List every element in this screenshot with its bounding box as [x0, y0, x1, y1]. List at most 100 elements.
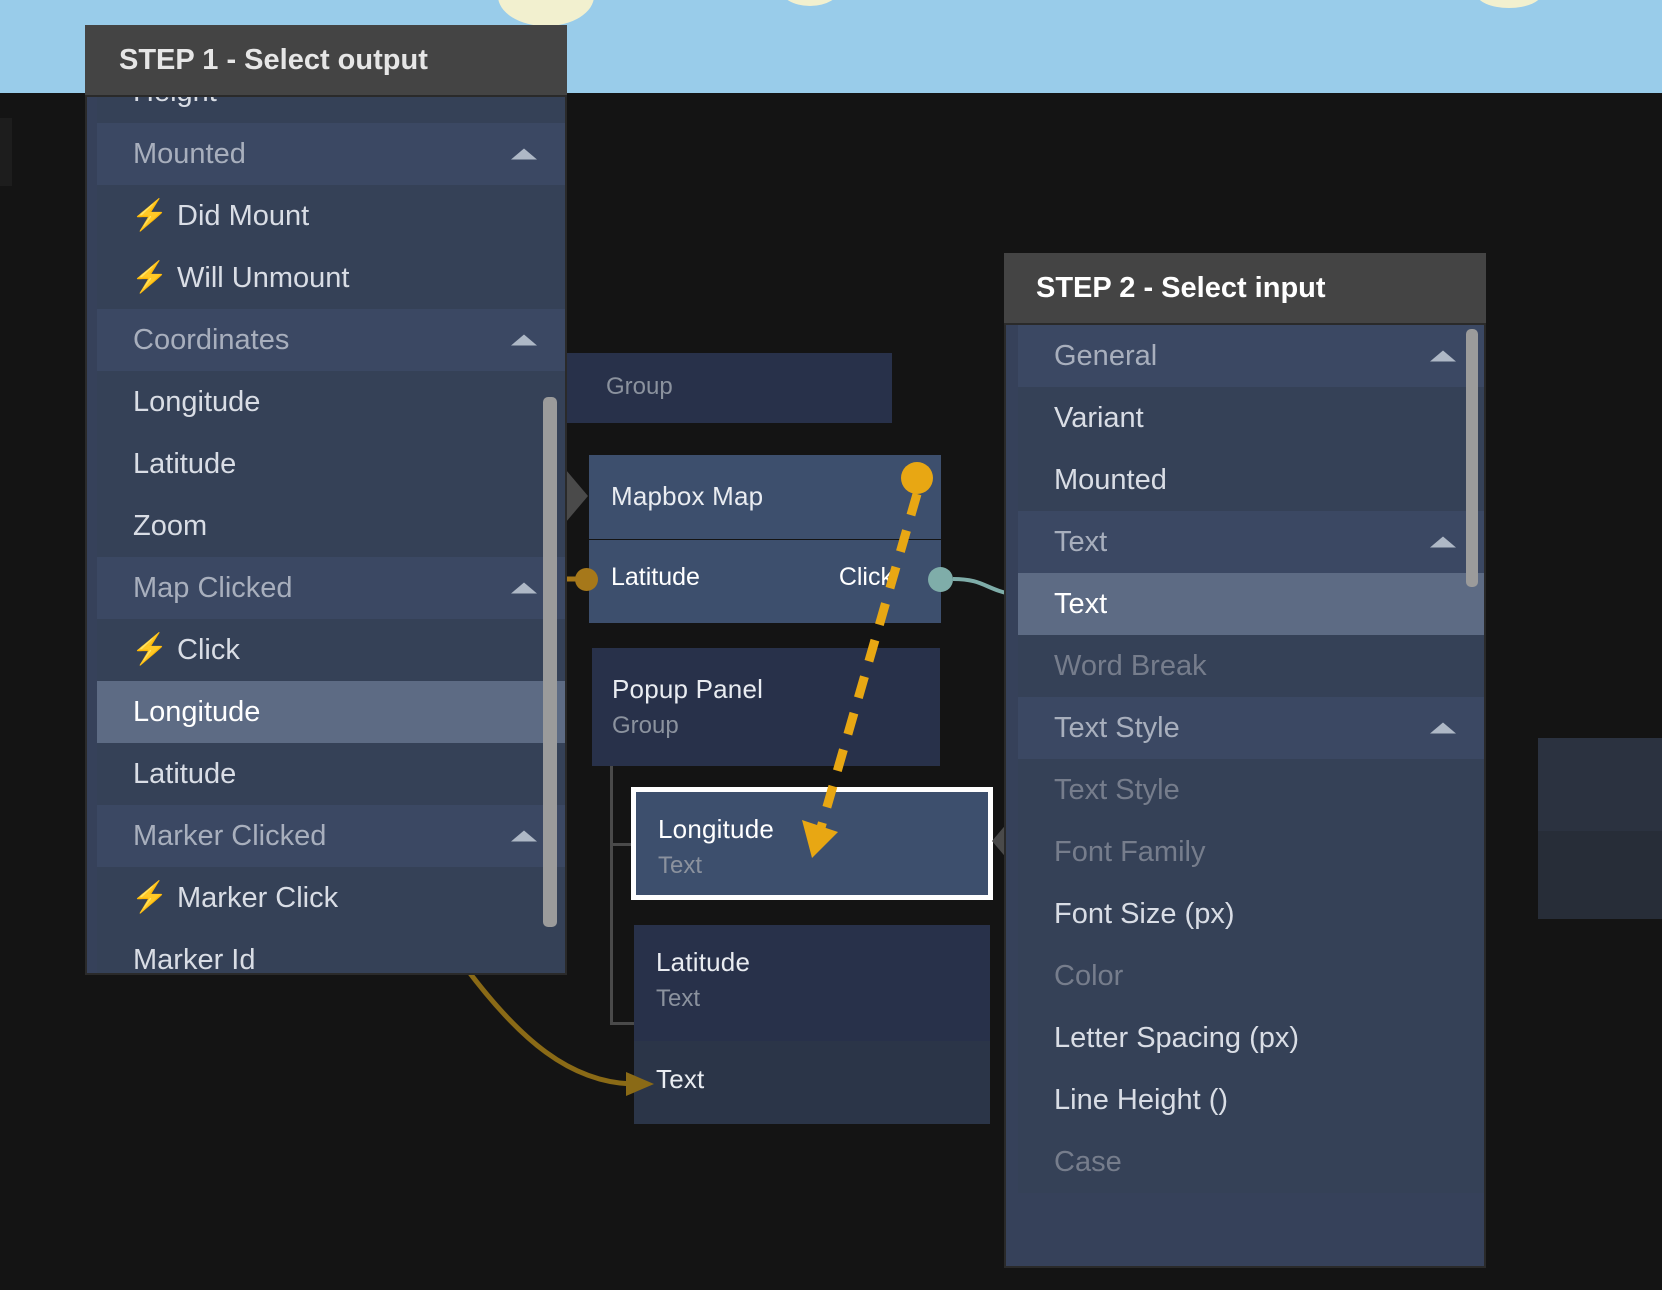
step-2-option-font-family[interactable]: Font Family	[1018, 821, 1484, 883]
popup-panel-node-subtitle: Group	[612, 712, 679, 739]
popup-panel-node-title: Popup Panel	[612, 674, 764, 704]
step-1-option-label: Zoom	[133, 509, 208, 542]
latitude-node-subtitle: Text	[656, 985, 701, 1012]
step-1-option-zoom[interactable]: Zoom	[97, 495, 565, 557]
mapbox-latitude-input-port[interactable]	[575, 568, 598, 591]
step-2-option-label: Text	[1054, 525, 1108, 558]
step-1-option-label: Marker Clicked	[133, 819, 327, 852]
step-1-option-height[interactable]: Height	[97, 97, 565, 123]
step-2-option-label: Mounted	[1054, 463, 1167, 496]
step-1-option-label: Coordinates	[133, 323, 290, 356]
bolt-icon: ⚡	[131, 261, 169, 294]
longitude-node[interactable]: Longitude Text	[631, 787, 993, 900]
mapbox-click-output-port[interactable]	[928, 567, 953, 592]
step-1-option-label: Click	[177, 633, 240, 666]
step-1-option-longitude[interactable]: Longitude	[97, 371, 565, 433]
step-1-option-label: Did Mount	[177, 199, 310, 232]
step-2-scrollbar-thumb[interactable]	[1466, 329, 1478, 587]
step-1-option-marker-clicked[interactable]: Marker Clicked	[97, 805, 565, 867]
step-2-option-general[interactable]: General	[1018, 325, 1484, 387]
step-2-option-label: Line Height ()	[1054, 1083, 1229, 1116]
step-2-option-label: Font Family	[1054, 835, 1206, 868]
step-2-option-label: Text	[1054, 587, 1108, 620]
chevron-up-icon[interactable]	[1430, 350, 1456, 362]
step-1-option-mounted[interactable]: Mounted	[97, 123, 565, 185]
step-1-option-label: Marker Click	[177, 881, 339, 914]
bolt-icon: ⚡	[131, 633, 169, 666]
step-2-option-label: Text Style	[1054, 773, 1180, 806]
step-1-scrollbar-thumb[interactable]	[543, 397, 557, 927]
tree-connector-stub-2	[610, 1022, 634, 1025]
step-1-option-map-clicked[interactable]: Map Clicked	[97, 557, 565, 619]
step-1-option-label: Will Unmount	[177, 261, 350, 294]
step-2-option-mounted[interactable]: Mounted	[1018, 449, 1484, 511]
step-1-option-marker-id[interactable]: Marker Id	[97, 929, 565, 973]
mapbox-map-node-title: Mapbox Map	[611, 481, 764, 511]
chevron-up-icon[interactable]	[511, 148, 537, 160]
step-1-dialog-body[interactable]: HeightMounted⚡Did Mount⚡Will UnmountCoor…	[85, 95, 567, 975]
step-1-option-label: Longitude	[133, 385, 261, 418]
chevron-up-icon[interactable]	[511, 830, 537, 842]
step-1-option-will-unmount[interactable]: ⚡Will Unmount	[97, 247, 565, 309]
longitude-node-title: Longitude	[658, 814, 775, 844]
mapbox-click-port-label: Click	[838, 563, 893, 591]
step-1-dialog-header: STEP 1 - Select output	[85, 25, 567, 95]
tree-connector-vertical	[610, 760, 613, 1025]
step-1-option-latitude[interactable]: Latitude	[97, 743, 565, 805]
step-1-option-label: Map Clicked	[133, 571, 293, 604]
step-2-option-text-style[interactable]: Text Style	[1018, 697, 1484, 759]
latitude-node-text-row[interactable]: Text	[634, 1041, 990, 1124]
step-2-option-label: Text Style	[1054, 711, 1180, 744]
step-2-option-color[interactable]: Color	[1018, 945, 1484, 1007]
step-2-option-label: General	[1054, 339, 1158, 372]
step-1-dialog[interactable]: STEP 1 - Select output HeightMounted⚡Did…	[85, 25, 567, 975]
background-panel-left	[0, 118, 12, 186]
mapbox-map-ports-row[interactable]: Latitude Click	[589, 540, 941, 623]
step-2-option-variant[interactable]: Variant	[1018, 387, 1484, 449]
step-1-option-label: Latitude	[133, 757, 237, 790]
group-node[interactable]: Group	[566, 353, 892, 423]
step-1-option-coordinates[interactable]: Coordinates	[97, 309, 565, 371]
step-1-option-did-mount[interactable]: ⚡Did Mount	[97, 185, 565, 247]
mapbox-collapse-arrow-icon[interactable]	[566, 470, 588, 522]
step-2-option-text-style[interactable]: Text Style	[1018, 759, 1484, 821]
background-node-right-b	[1538, 831, 1662, 919]
latitude-node[interactable]: Latitude Text	[634, 925, 990, 1041]
step-1-option-list[interactable]: HeightMounted⚡Did Mount⚡Will UnmountCoor…	[97, 97, 565, 973]
step-1-option-label: Height	[133, 97, 217, 109]
step-1-option-click[interactable]: ⚡Click	[97, 619, 565, 681]
step-1-option-longitude[interactable]: Longitude	[97, 681, 565, 743]
step-2-option-letter-spacing-px[interactable]: Letter Spacing (px)	[1018, 1007, 1484, 1069]
chevron-up-icon[interactable]	[1430, 536, 1456, 548]
step-2-option-label: Font Size (px)	[1054, 897, 1235, 930]
step-2-option-label: Letter Spacing (px)	[1054, 1021, 1300, 1054]
step-2-option-line-height[interactable]: Line Height ()	[1018, 1069, 1484, 1131]
step-2-option-word-break[interactable]: Word Break	[1018, 635, 1484, 697]
step-2-option-font-size-px[interactable]: Font Size (px)	[1018, 883, 1484, 945]
step-1-option-latitude[interactable]: Latitude	[97, 433, 565, 495]
step-1-option-label: Longitude	[133, 695, 261, 728]
latitude-node-title: Latitude	[656, 947, 751, 977]
step-2-option-text[interactable]: Text	[1018, 573, 1484, 635]
mapbox-map-node[interactable]: Mapbox Map	[589, 455, 941, 539]
step-2-dialog-header: STEP 2 - Select input	[1004, 253, 1486, 323]
step-2-option-text[interactable]: Text	[1018, 511, 1484, 573]
background-node-right-a	[1538, 738, 1662, 831]
step-1-option-label: Mounted	[133, 137, 246, 170]
step-2-option-label: Case	[1054, 1145, 1122, 1178]
mapbox-latitude-port-label: Latitude	[611, 563, 700, 591]
chevron-up-icon[interactable]	[511, 582, 537, 594]
step-2-option-label: Word Break	[1054, 649, 1207, 682]
step-2-option-case[interactable]: Case	[1018, 1131, 1484, 1193]
step-2-option-label: Color	[1054, 959, 1124, 992]
chevron-up-icon[interactable]	[1430, 722, 1456, 734]
bolt-icon: ⚡	[131, 881, 169, 914]
popup-panel-node[interactable]: Popup Panel Group	[592, 648, 940, 766]
step-2-dialog-title: STEP 2 - Select input	[1036, 271, 1326, 304]
step-1-option-marker-click[interactable]: ⚡Marker Click	[97, 867, 565, 929]
chevron-up-icon[interactable]	[511, 334, 537, 346]
